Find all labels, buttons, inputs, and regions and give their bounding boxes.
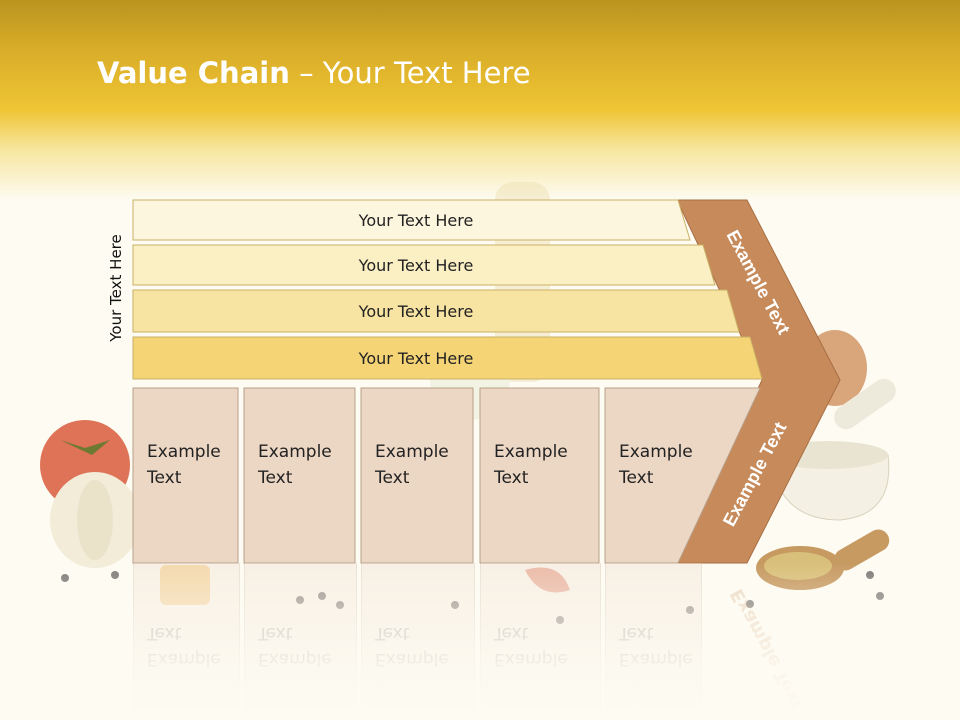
primary-activity-line1: Example — [258, 442, 332, 462]
primary-activity-line2: Text — [494, 468, 529, 488]
primary-activity-box-4 — [479, 387, 600, 564]
primary-activity-line2: Text — [375, 468, 410, 488]
primary-activity-box-2 — [243, 387, 356, 564]
primary-activity-line1: Example — [147, 442, 221, 462]
support-bar-label-1: Your Text Here — [358, 211, 474, 230]
header-band — [0, 0, 960, 200]
primary-activity-line1: Example — [375, 442, 449, 462]
support-bar-label-2: Your Text Here — [358, 256, 474, 275]
primary-activity-line1: Example — [619, 442, 693, 462]
support-bar-1 — [132, 199, 691, 241]
support-bar-label-3: Your Text Here — [358, 302, 474, 321]
support-bar-3 — [132, 289, 740, 333]
primary-activity-line2: Text — [619, 468, 654, 488]
primary-activity-line2: Text — [147, 468, 182, 488]
primary-activity-box-1 — [132, 387, 239, 564]
title-bold: Value Chain — [97, 56, 290, 90]
support-bar-label-4: Your Text Here — [358, 349, 474, 368]
slide-title: Value Chain – Your Text Here — [97, 56, 531, 90]
title-rest: – Your Text Here — [289, 56, 531, 90]
primary-activity-line1: Example — [494, 442, 568, 462]
support-bar-4 — [132, 336, 763, 380]
primary-activity-box-3 — [360, 387, 474, 564]
primary-activity-line2: Text — [258, 468, 293, 488]
reflection-fade — [0, 563, 960, 720]
garlic-icon — [50, 472, 140, 568]
support-bar-2 — [132, 244, 716, 286]
